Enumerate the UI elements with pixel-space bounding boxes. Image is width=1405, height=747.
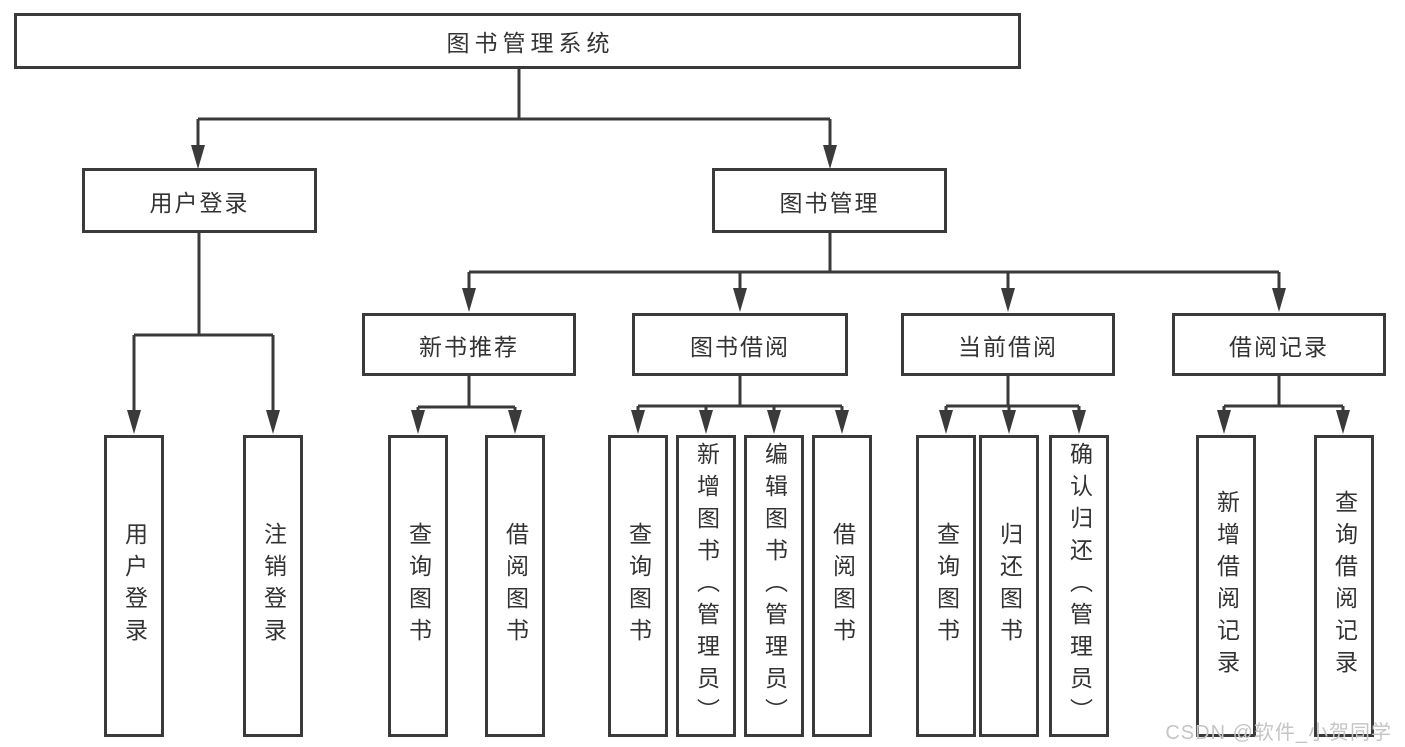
- leaf-add-book-admin: 新增图书（管理员）: [676, 435, 736, 737]
- node-root: 图书管理系统: [14, 13, 1021, 69]
- node-book-management-label: 图书管理: [779, 189, 880, 216]
- node-root-label: 图书管理系统: [446, 30, 615, 56]
- leaf-query-borrow-record: 查询借阅记录: [1314, 435, 1374, 737]
- csdn-watermark: CSDN @软件_小贺同学: [1165, 722, 1392, 744]
- node-current-borrow-label: 当前借阅: [958, 333, 1058, 360]
- leaf-borrow-book-2-label: 借阅图书: [829, 522, 856, 650]
- node-user-login: 用户登录: [82, 168, 317, 233]
- leaf-return-book-label: 归还图书: [996, 522, 1023, 650]
- node-user-login-label: 用户登录: [149, 189, 250, 216]
- leaf-query-book-1-label: 查询图书: [405, 522, 432, 650]
- connector-edges: [132, 69, 1345, 411]
- leaf-query-book-2-label: 查询图书: [625, 522, 652, 650]
- leaf-query-book-1: 查询图书: [388, 435, 448, 737]
- node-borrow-records: 借阅记录: [1172, 313, 1386, 376]
- node-book-borrow: 图书借阅: [632, 313, 848, 376]
- leaf-borrow-book-2: 借阅图书: [812, 435, 872, 737]
- leaf-logout: 注销登录: [243, 435, 303, 737]
- leaf-confirm-return-admin-label: 确认归还（管理员）: [1066, 442, 1093, 730]
- node-borrow-records-label: 借阅记录: [1229, 333, 1329, 360]
- leaf-user-login: 用户登录: [104, 435, 164, 737]
- leaf-query-book-3-label: 查询图书: [933, 522, 960, 650]
- node-book-management: 图书管理: [712, 168, 947, 233]
- leaf-confirm-return-admin: 确认归还（管理员）: [1049, 435, 1109, 737]
- leaf-borrow-book-1-label: 借阅图书: [502, 522, 529, 650]
- leaf-borrow-book-1: 借阅图书: [485, 435, 545, 737]
- leaf-logout-label: 注销登录: [260, 522, 287, 650]
- node-book-borrow-label: 图书借阅: [690, 333, 790, 360]
- leaf-query-book-3: 查询图书: [916, 435, 976, 737]
- leaf-add-book-admin-label: 新增图书（管理员）: [693, 442, 720, 730]
- leaf-query-book-2: 查询图书: [608, 435, 668, 737]
- leaf-user-login-label: 用户登录: [121, 522, 148, 650]
- node-new-book-recommend: 新书推荐: [362, 313, 576, 376]
- leaf-edit-book-admin-label: 编辑图书（管理员）: [761, 442, 788, 730]
- leaf-edit-book-admin: 编辑图书（管理员）: [744, 435, 804, 737]
- leaf-return-book: 归还图书: [979, 435, 1039, 737]
- node-new-book-recommend-label: 新书推荐: [419, 333, 519, 360]
- leaf-add-borrow-record: 新增借阅记录: [1196, 435, 1256, 737]
- node-current-borrow: 当前借阅: [901, 313, 1115, 376]
- connector-arrowheads: [127, 145, 1350, 434]
- leaf-query-borrow-record-label: 查询借阅记录: [1331, 490, 1358, 682]
- leaf-add-borrow-record-label: 新增借阅记录: [1213, 490, 1240, 682]
